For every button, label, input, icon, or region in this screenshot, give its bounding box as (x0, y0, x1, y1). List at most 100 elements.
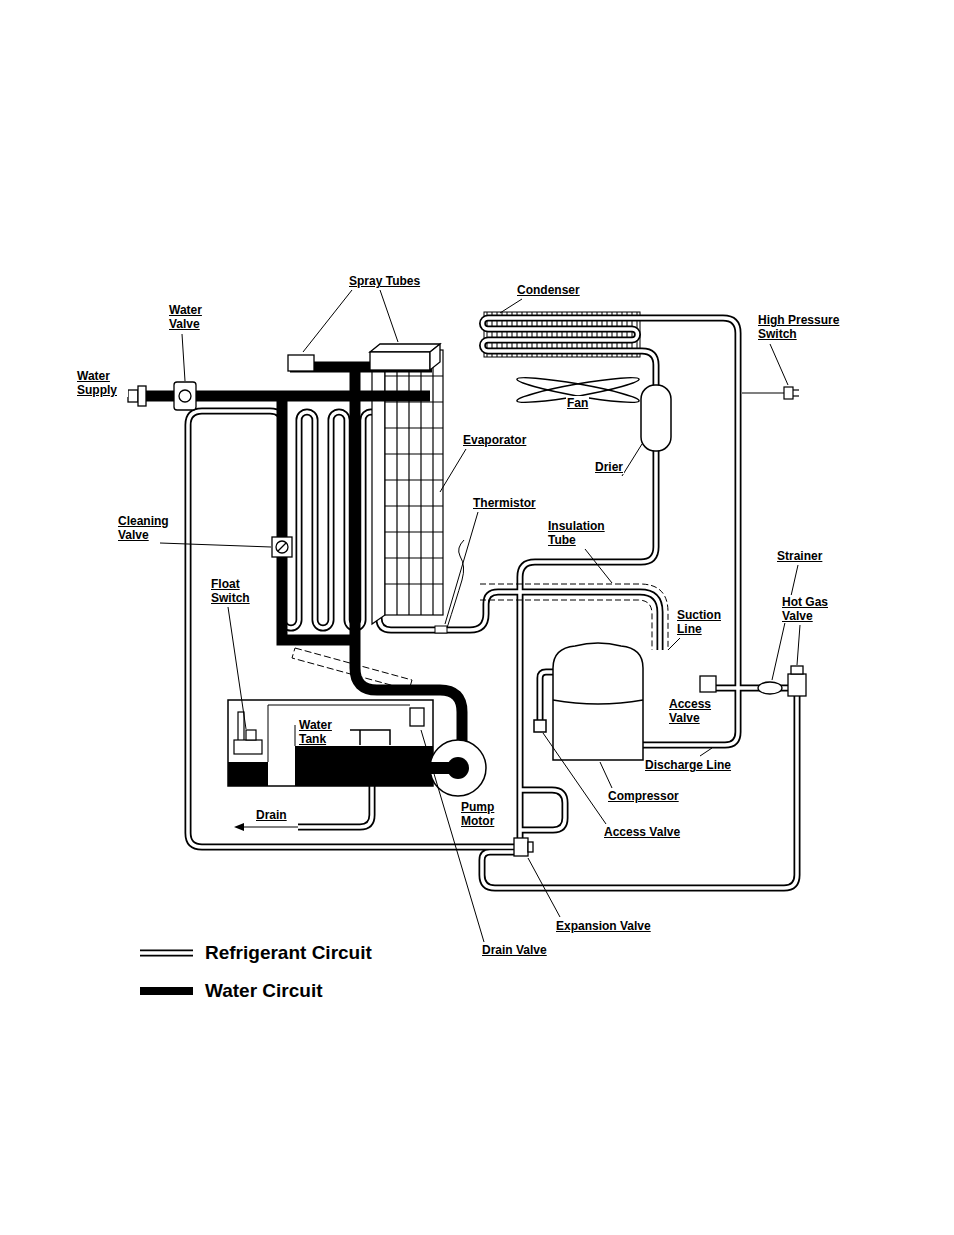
thermistor-symbol (447, 540, 464, 628)
part-label: Thermistor (472, 496, 537, 510)
hot-gas-assembly (758, 682, 782, 694)
leader-lines (797, 625, 800, 665)
leader-lines (303, 290, 352, 352)
water-supply-fitting (179, 390, 191, 402)
leader-lines (242, 827, 298, 828)
evaporator-plates (396, 350, 397, 615)
evaporator-plates (408, 350, 409, 615)
spray-tubes (288, 344, 440, 371)
water-tank (228, 700, 433, 786)
water-tank (295, 725, 296, 746)
refrigerant-pipes (140, 318, 797, 953)
leader-lines (380, 290, 398, 342)
part-label: Drier (594, 460, 624, 474)
part-label: Spray Tubes (348, 274, 421, 288)
high-pressure-switch (793, 389, 799, 390)
drain-arrowhead (234, 823, 244, 831)
compressor-body (553, 643, 643, 760)
evaporator-plates (385, 453, 443, 454)
cleaning-valve (272, 537, 292, 557)
water-tank (228, 762, 268, 786)
part-label: Fan (566, 396, 589, 410)
water-tank (268, 705, 410, 706)
cleaning-valve (272, 537, 292, 557)
evaporator-plates (420, 350, 421, 615)
water-pipes (282, 396, 355, 640)
evaporator-plates (385, 375, 443, 376)
refrigerant-pipes (140, 318, 797, 953)
evaporator-plates (385, 505, 443, 506)
evaporator-plates (385, 531, 443, 532)
leader-lines (228, 607, 246, 729)
water-tank (268, 705, 269, 762)
thermistor-symbol (435, 626, 447, 633)
evaporator-plates (385, 479, 443, 480)
leader-lines (700, 748, 712, 756)
hot-gas-assembly (700, 676, 716, 692)
expansion-valve (514, 838, 528, 856)
leader-lines (600, 762, 612, 788)
water-tank (295, 746, 433, 786)
water-supply-fitting (128, 382, 196, 410)
spray-tubes (430, 344, 440, 370)
water-tank (228, 700, 433, 786)
part-label: Pump Motor (460, 800, 504, 828)
expansion-valve (528, 842, 533, 852)
pump-motor (430, 762, 458, 774)
expansion-valve (514, 838, 533, 856)
legend-text: Refrigerant Circuit (205, 942, 372, 964)
hot-gas-assembly (700, 666, 806, 696)
water-tank (350, 730, 390, 745)
leader-lines (668, 638, 680, 650)
float-switch (234, 740, 262, 754)
part-label: Float Switch (210, 577, 258, 605)
high-pressure-switch (742, 387, 799, 399)
insulation-tube (480, 600, 652, 650)
spray-tubes (288, 355, 314, 371)
leader-lines (440, 449, 466, 492)
high-pressure-switch (784, 387, 793, 399)
water-pipes (355, 367, 462, 745)
water-supply-fitting (128, 390, 138, 402)
high-pressure-switch (742, 392, 784, 393)
drain-valve (410, 708, 424, 726)
part-label: Compressor (607, 789, 680, 803)
leader-lines (528, 858, 560, 917)
cleaning-valve (278, 543, 286, 551)
compressor-body (534, 643, 643, 760)
evaporator-plates (385, 427, 443, 428)
leader-lines (160, 290, 800, 942)
compressor-body (553, 700, 643, 704)
part-label: Strainer (776, 549, 823, 563)
legend-text: Water Circuit (205, 980, 323, 1002)
compressor-body (534, 720, 546, 732)
part-label: Evaporator (462, 433, 527, 447)
part-label: Water Valve (168, 303, 214, 331)
float-switch (246, 730, 256, 740)
part-label: Discharge Line (644, 758, 732, 772)
part-label: Expansion Valve (555, 919, 652, 933)
leader-lines (182, 334, 185, 381)
water-supply-fitting (138, 386, 146, 406)
spray-tubes (370, 344, 440, 352)
leader-lines (445, 512, 478, 624)
part-label: Access Valve (668, 697, 720, 725)
evaporator-plates (385, 583, 443, 584)
hot-gas-assembly (788, 674, 806, 696)
part-label: High Pressure Switch (757, 313, 849, 341)
water-supply-fitting (174, 382, 196, 410)
evaporator-plates (385, 401, 443, 402)
legend-sample-line (140, 987, 193, 995)
evaporator-plates (385, 557, 443, 558)
part-label: Drain (255, 808, 288, 822)
part-label: Water Tank (298, 718, 342, 746)
part-label: Insulation Tube (547, 519, 619, 547)
leader-lines (622, 444, 642, 476)
leader-lines (160, 543, 271, 547)
spray-tubes (370, 352, 430, 370)
leader-lines (500, 299, 522, 313)
leader-lines (770, 344, 788, 385)
part-label: Access Valve (603, 825, 681, 839)
leader-lines (543, 733, 606, 824)
evaporator-plates (385, 350, 443, 615)
